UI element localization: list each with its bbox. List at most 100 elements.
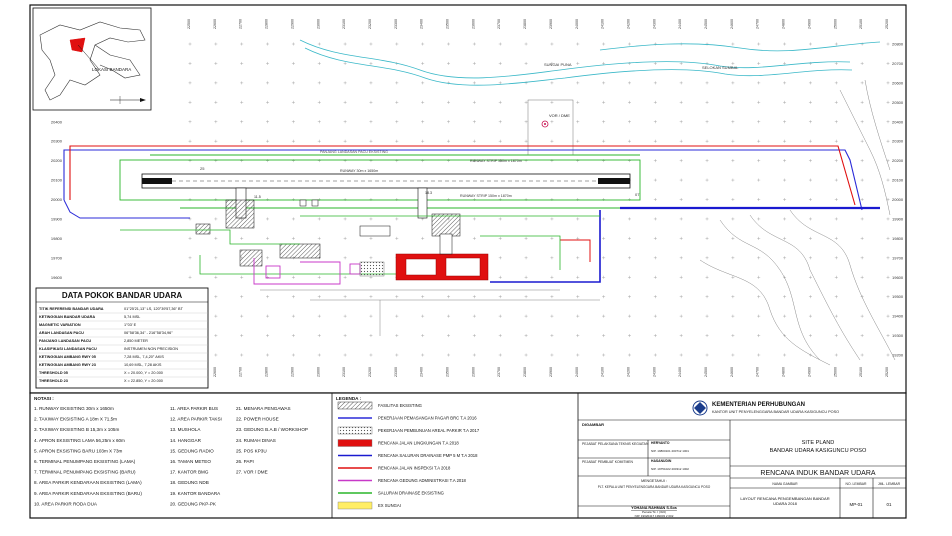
grid-cross (705, 256, 709, 260)
grid-cross (602, 42, 606, 46)
grid-cross (421, 120, 425, 124)
grid-cross (808, 217, 812, 221)
grid-y-label-right: 19700 (892, 255, 904, 260)
grid-cross (343, 100, 347, 104)
grid-cross (291, 198, 295, 201)
grid-cross (627, 353, 631, 357)
grid-cross (886, 42, 890, 46)
tb-site-title-1: SITE PLAND (802, 440, 835, 446)
grid-cross (550, 81, 554, 85)
note-item: 6. TERMINAL PENUMPANG EKSISTING (LAMA) (34, 459, 136, 464)
grid-cross (860, 256, 864, 260)
label-taxi-b: 11.5 (254, 195, 261, 199)
tb-signer-name: YOHANA RAHMAN S.Sos (631, 506, 677, 510)
grid-cross (576, 42, 580, 46)
grid-cross (188, 120, 192, 124)
grid-cross (783, 100, 787, 104)
grid-cross (627, 61, 631, 65)
grid-cross (757, 81, 761, 85)
grid-cross (602, 236, 606, 240)
grid-x-label-top: 25100 (859, 19, 863, 29)
legend-label: PEKERJAAN PEMBUNUAN AREAL PARKIR T.A 201… (378, 428, 480, 433)
grid-cross (447, 61, 451, 65)
grid-x-label-top: 22500 (187, 19, 191, 29)
grid-y-label-left: 19900 (51, 216, 63, 221)
grid-cross (395, 100, 399, 104)
grid-cross (653, 159, 657, 163)
grid-cross (524, 42, 528, 46)
grid-cross (679, 353, 683, 357)
site-lines (260, 289, 600, 336)
grid-cross (498, 334, 502, 338)
grid-cross (214, 100, 218, 104)
grid-cross (343, 236, 347, 240)
grid-cross (395, 81, 399, 85)
grid-cross (757, 353, 761, 357)
grid-cross (498, 120, 502, 124)
grid-cross (343, 120, 347, 124)
grid-cross (317, 236, 321, 240)
grid-x-label-top: 23200 (368, 19, 372, 29)
grid-x-label-top: 22600 (213, 19, 217, 29)
grid-cross (395, 295, 399, 299)
grid-cross (472, 295, 476, 299)
grid-cross (783, 81, 787, 85)
grid-cross (266, 100, 270, 104)
runway: RUNWAY 30m x 1650m RUNWAY STRIP 150m x 1… (141, 159, 640, 198)
grid-cross (679, 178, 683, 182)
grid-x-label-bottom: 23700 (497, 367, 501, 377)
grid-cross (886, 256, 890, 260)
grid-cross (731, 81, 735, 85)
grid-cross (240, 61, 244, 65)
grid-cross (214, 236, 218, 240)
label-strip-1: RUNWAY STRIP 150m x 1870m (470, 159, 522, 163)
grid-cross (498, 81, 502, 85)
tb-project-title: RENCANA INDUK BANDAR UDARA (760, 470, 875, 477)
grid-x-label-top: 22800 (265, 19, 269, 29)
grid-cross (291, 217, 295, 221)
label-rwy-end-left: 25 (200, 166, 205, 171)
note-item: 16. TAMAN METEO (170, 459, 211, 464)
grid-cross (576, 275, 580, 279)
note-item: 9. AREA PARKIR KENDARAAN EKSISTING (BARU… (34, 491, 142, 496)
drainage-existing (120, 215, 600, 275)
grid-cross (550, 275, 554, 279)
grid-cross (653, 334, 657, 338)
grid-cross (214, 120, 218, 124)
grid-cross (757, 256, 761, 260)
legend-label: EX SUNGAI (378, 503, 401, 508)
grid-cross (343, 334, 347, 338)
grid-cross (421, 295, 425, 299)
grid-x-label-bottom: 22700 (239, 367, 243, 377)
grid-x-label-bottom: 24100 (601, 367, 605, 377)
grid-x-label-bottom: 25100 (859, 367, 863, 377)
note-item: 14. HANGGAR (170, 438, 202, 443)
grid-cross (808, 314, 812, 318)
grid-cross (602, 256, 606, 260)
grid-x-label-top: 23400 (420, 19, 424, 29)
grid-cross (731, 178, 735, 182)
grid-cross (447, 120, 451, 124)
grid-x-label-top: 23900 (549, 19, 553, 29)
grid-cross (757, 236, 761, 240)
grid-y-label-right: 19600 (892, 275, 904, 280)
pokok-row-label: MAGNETIC VARIATION (39, 323, 81, 327)
grid-cross (705, 314, 709, 318)
grid-cross (886, 353, 890, 357)
grid-cross (214, 353, 218, 357)
grid-y-label-right: 19400 (892, 314, 904, 319)
grid-cross (343, 198, 347, 201)
grid-y-label-left: 20100 (51, 178, 63, 183)
grid-cross (576, 81, 580, 85)
grid-y-label-right: 19900 (892, 216, 904, 221)
grid-cross (860, 81, 864, 85)
grid-cross (240, 275, 244, 279)
note-item: 13. MUSHOLA (170, 427, 201, 432)
tb-no-lembar: MP-01 (850, 502, 863, 507)
pokok-row-value: 06°58'36,34" - 216°58'34,96" (124, 331, 173, 335)
note-item: 20. GEDUNG PKP-PK (170, 501, 217, 506)
grid-cross (886, 334, 890, 338)
grid-cross (524, 61, 528, 65)
pokok-row-label: PANJANG LANDASAN PACU (39, 339, 91, 343)
grid-cross (369, 139, 373, 143)
